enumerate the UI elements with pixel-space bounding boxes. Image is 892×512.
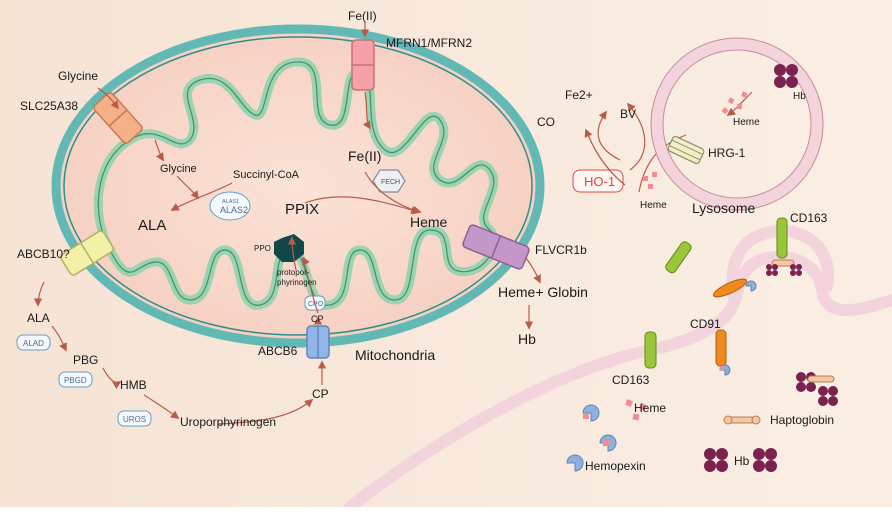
uroporphyrinogen-label: Uroporphyrinogen	[180, 415, 276, 429]
uros-label: UROS	[123, 415, 146, 424]
ala-outer-label: ALA	[27, 311, 50, 325]
cd163-bottom-label: CD163	[612, 373, 650, 387]
heme-cytosol-label: Heme	[640, 200, 667, 211]
abcb10-transporter	[60, 230, 114, 276]
heme-squares-lysosome	[721, 91, 748, 115]
ho1-label: HO-1	[584, 174, 615, 189]
uros-enzyme-box	[117, 410, 152, 427]
abcb10-label: ABCB10?	[17, 247, 70, 261]
lysosome	[650, 37, 824, 211]
mfrn-label: MFRN1/MFRN2	[386, 36, 472, 50]
alad-enzyme-box	[16, 334, 51, 351]
hb-icon-extracellular-2	[753, 448, 777, 472]
abcb6-transporter	[306, 325, 330, 359]
haptoglobin-label: Haptoglobin	[770, 413, 834, 427]
endocytic-pit	[726, 224, 835, 302]
fe2plus-label: Fe2+	[565, 88, 593, 102]
heme-lysosome-label: Heme	[733, 117, 760, 128]
hb-lysosome-label: Hb	[793, 91, 806, 102]
pbgd-enzyme-box	[58, 371, 93, 388]
hb-haptoglobin-complex-icon	[796, 372, 838, 406]
cd91-receptor-pit	[713, 278, 747, 298]
alas2-label: ALAS2	[220, 205, 248, 215]
plasma-membrane	[344, 250, 892, 512]
mfrn-transporter	[351, 39, 375, 91]
alas1-label: ALAS1	[222, 199, 239, 205]
haptoglobin-legend-icon	[723, 415, 761, 425]
cd91-label: CD91	[690, 317, 721, 331]
heme-squares-cytosol	[643, 172, 657, 189]
slc25a38-transporter	[93, 92, 143, 144]
cp-inner-label: CP	[311, 314, 324, 324]
pathway-arrows	[33, 22, 541, 425]
heme-extracellular-label: Heme	[634, 401, 666, 415]
hb-extracellular-label: Hb	[734, 454, 750, 468]
glycine-inner-label: Glycine	[160, 163, 197, 175]
protoporphyrinogen-label-1: protopor-	[277, 268, 310, 277]
hb-mito-label: Hb	[518, 331, 536, 347]
slc25a38-label: SLC25A38	[20, 99, 78, 113]
alad-label: ALAD	[23, 339, 44, 348]
flvcr1b-label: FLVCR1b	[535, 243, 587, 257]
pbg-label: PBG	[73, 353, 98, 367]
ppix-label: PPIX	[285, 201, 319, 218]
haptoglobin-in-pit	[766, 259, 802, 276]
fe2-top-label: Fe(II)	[348, 9, 377, 23]
cp-outer-label: CP	[312, 387, 329, 401]
succinyl-coa-label: Succinyl-CoA	[233, 169, 300, 181]
mitochondrion	[51, 24, 545, 348]
ho1-enzyme-box	[572, 169, 624, 193]
fech-label: FECH	[381, 179, 400, 186]
ppo-enzyme-shape	[274, 234, 304, 262]
co-label: CO	[537, 115, 555, 129]
cd163-receptor-free	[665, 241, 692, 274]
protoporphyrinogen-label-2: phyrinogen	[277, 278, 317, 287]
heme-squares-extracellular	[625, 399, 648, 421]
fech-enzyme-shape	[372, 169, 406, 193]
hrg1-label: HRG-1	[708, 146, 746, 160]
fe2-mid-label: Fe(II)	[348, 148, 381, 164]
cd163-top-label: CD163	[790, 211, 828, 225]
ala-inner-label: ALA	[138, 217, 166, 234]
hrg1-transporter	[667, 135, 705, 165]
cpo-label: CPO	[308, 301, 324, 308]
hemopexin-label: Hemopexin	[585, 459, 646, 473]
hb-icon-lysosome	[774, 64, 798, 88]
hemopexin-icons	[566, 280, 757, 472]
abcb6-label: ABCB6	[258, 344, 298, 358]
flvcr1b-transporter	[462, 224, 530, 270]
hmb-label: HMB	[120, 378, 147, 392]
hb-icon-extracellular	[704, 448, 728, 472]
alas-enzyme-box	[209, 191, 251, 221]
heme-globin-label: Heme+ Globin	[498, 284, 588, 300]
lysosome-label: Lysosome	[692, 200, 756, 216]
heme-inner-label: Heme	[410, 214, 448, 230]
mitochondria-label: Mitochondria	[355, 347, 435, 363]
pbgd-label: PBGD	[64, 376, 87, 385]
glycine-outer-label: Glycine	[58, 69, 98, 83]
bv-label: BV	[620, 107, 636, 121]
ppo-label: PPO	[254, 244, 271, 253]
cd163-receptor-top	[776, 217, 788, 259]
cd163-receptor-bottom	[644, 331, 657, 369]
cd91-receptor	[715, 329, 727, 367]
